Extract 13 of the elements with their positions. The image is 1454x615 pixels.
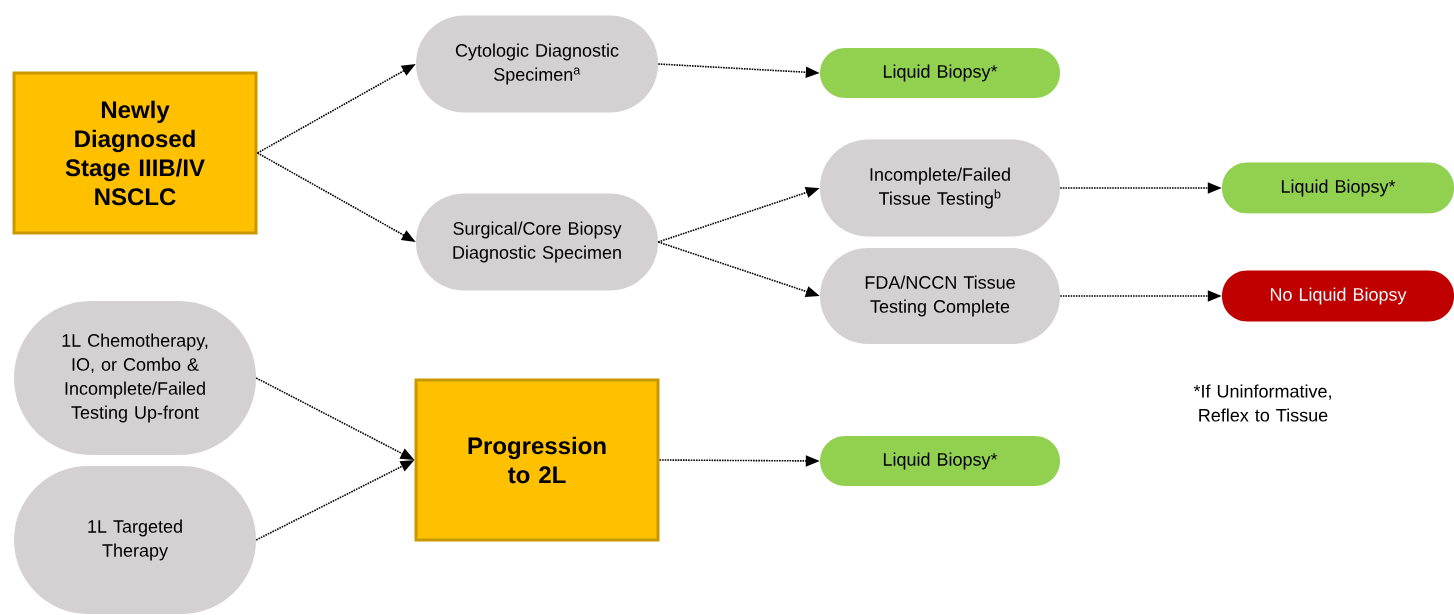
title-box: Newly Diagnosed Stage IIIB/IV NSCLC	[12, 71, 258, 235]
result-pill: No Liquid Biopsy	[1222, 270, 1454, 322]
result-pill: Liquid Biopsy*	[820, 48, 1060, 98]
process-pill: 1L Chemotherapy, IO, or Combo & Incomplete/Failed Testing Up-front	[14, 301, 256, 455]
title-box: Progression to 2L	[414, 378, 660, 542]
process-pill: FDA/NCCN Tissue Testing Complete	[820, 248, 1060, 344]
process-pill: 1L Targeted Therapy	[14, 466, 256, 614]
process-pill: Cytologic Diagnostic Specimen$^{a}$	[416, 15, 658, 113]
note-text: *If Uninformative, Reflex to Tissue	[1193, 384, 1331, 422]
result-pill: Liquid Biopsy*	[1222, 162, 1454, 214]
process-pill: Surgical/Core Biopsy Diagnostic Specimen	[416, 193, 658, 291]
process-pill: Incomplete/Failed Tissue Testing$^{b}$	[820, 139, 1060, 237]
result-pill: Liquid Biopsy*	[820, 436, 1060, 486]
